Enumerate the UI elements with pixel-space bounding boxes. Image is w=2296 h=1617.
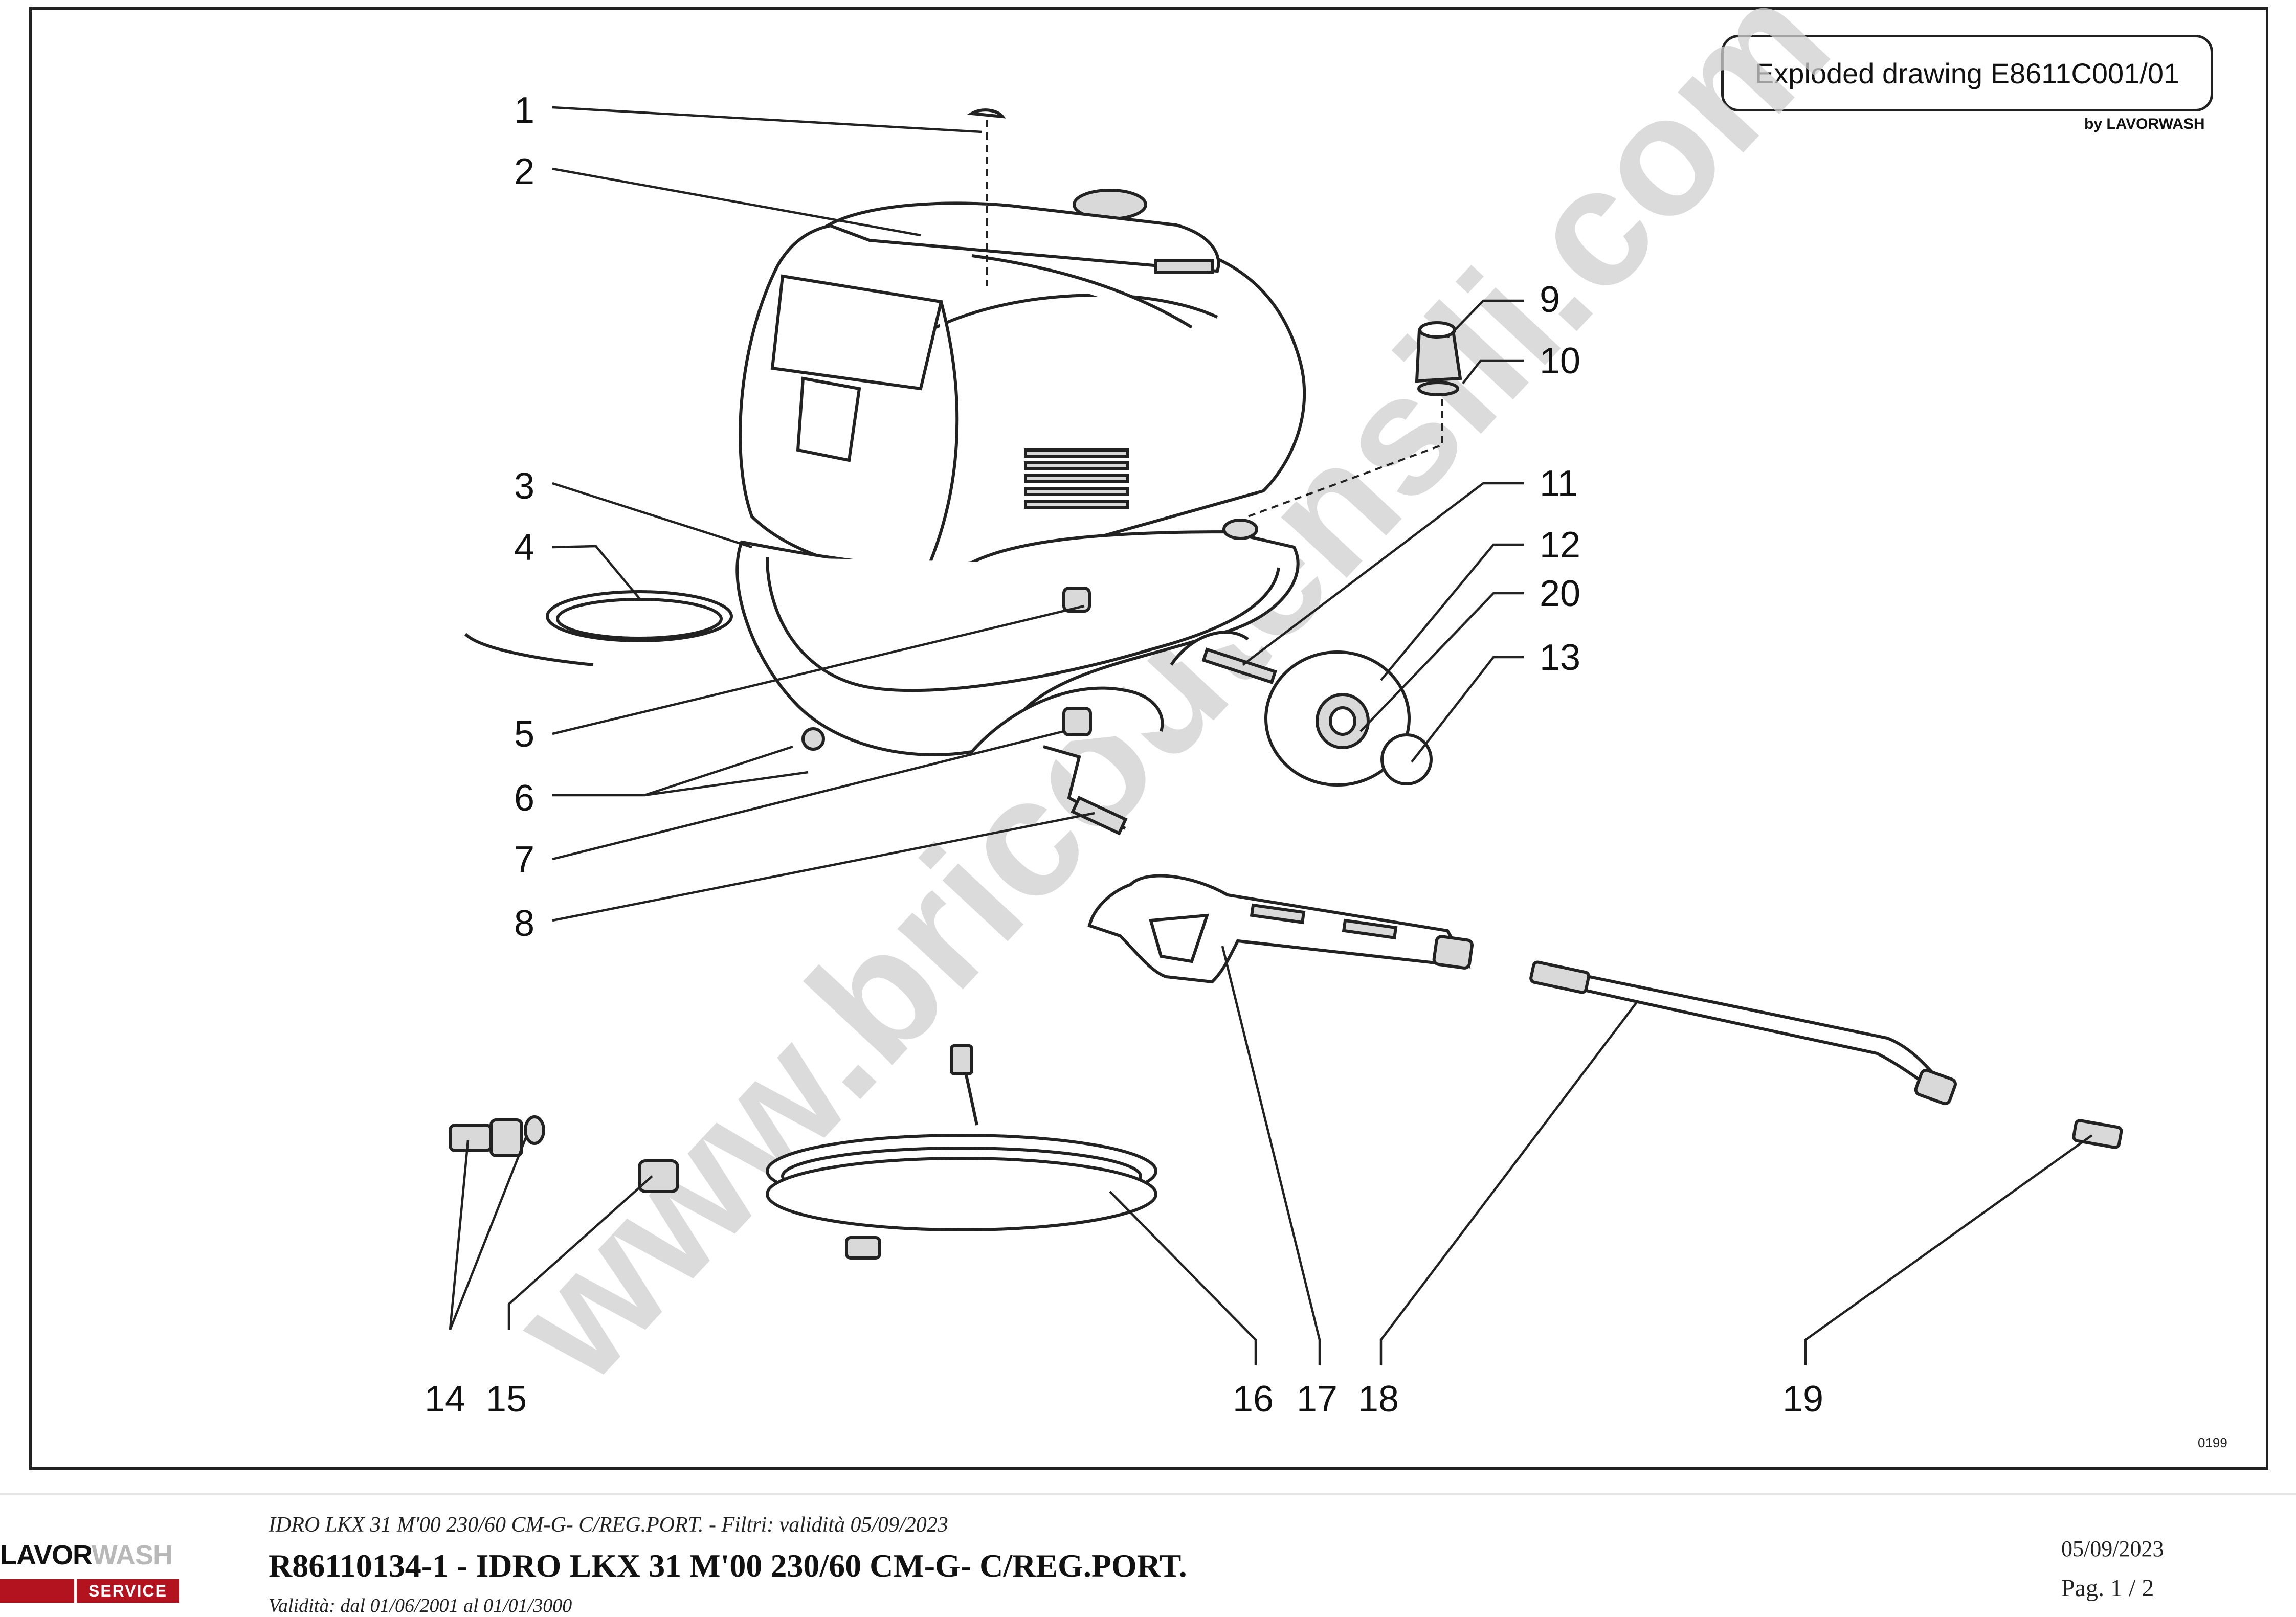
hose-coil-small: [464, 590, 733, 666]
callout-17: 17: [1297, 1379, 1338, 1420]
footer-date: 05/09/2023: [2061, 1536, 2164, 1561]
callout-19: 19: [1782, 1379, 1823, 1420]
hose-coil-large: [766, 1044, 1157, 1260]
drawing-author: by LAVORWASH: [2084, 116, 2205, 132]
knob-part: [1415, 321, 1462, 396]
footer-subtitle: IDRO LKX 31 M'00 230/60 CM-G- C/REG.PORT…: [269, 1513, 948, 1537]
callout-9: 9: [1540, 279, 1560, 320]
callout-13: 13: [1540, 637, 1580, 678]
footer-validity: Validità: dal 01/06/2001 al 01/01/3000: [269, 1595, 572, 1616]
callout-5: 5: [514, 714, 534, 755]
callout-10: 10: [1540, 341, 1580, 381]
leader-lines: [449, 106, 2093, 1365]
top-cover: [739, 189, 1306, 577]
logo-bar: [0, 1579, 74, 1603]
callout-4: 4: [514, 527, 534, 568]
footer-title: R86110134-1 - IDRO LKX 31 M'00 230/60 CM…: [269, 1547, 1187, 1584]
drawing-title: Exploded drawing E8611C001/01: [1721, 35, 2213, 111]
spray-gun: [1087, 874, 1474, 984]
callout-18: 18: [1358, 1379, 1399, 1420]
drawing-code: 0199: [2198, 1435, 2227, 1450]
callout-6: 6: [514, 778, 534, 819]
callout-20: 20: [1540, 573, 1580, 614]
callout-1: 1: [514, 90, 534, 131]
callout-12: 12: [1540, 525, 1580, 566]
callout-8: 8: [514, 903, 534, 944]
callout-numbers: 1 2 3 4 5 6 7 8 9 10 11 12 20 13 14 15 1…: [425, 90, 1823, 1420]
footer-page-number: Pag. 1 / 2: [2061, 1575, 2154, 1602]
drawing-frame: [29, 7, 2268, 1470]
callout-14: 14: [425, 1379, 465, 1420]
callout-2: 2: [514, 151, 534, 192]
wheel-part: [1201, 647, 1433, 787]
spray-lance: [1529, 960, 1957, 1106]
logo-part2: WASH: [92, 1540, 173, 1570]
logo-wordmark: LAVORWASH: [0, 1539, 182, 1571]
callout-15: 15: [486, 1379, 527, 1420]
callout-16: 16: [1233, 1379, 1274, 1420]
logo-service: SERVICE: [77, 1579, 179, 1603]
base-frame: [735, 519, 1300, 756]
fittings-under-base: [801, 707, 1128, 836]
callout-3: 3: [514, 466, 534, 507]
callout-7: 7: [514, 839, 534, 880]
exploded-drawing: 1 2 3 4 5 6 7 8 9 10 11 12 20 13 14 15 1…: [425, 90, 2123, 1420]
hose-adapters: [449, 1115, 679, 1193]
lavorwash-logo: LAVORWASH SERVICE: [0, 1539, 182, 1611]
vent-grille: [1024, 259, 1214, 509]
callout-11: 11: [1540, 463, 1578, 504]
footer-separator: [0, 1493, 2296, 1495]
logo-part1: LAVOR: [0, 1540, 92, 1570]
